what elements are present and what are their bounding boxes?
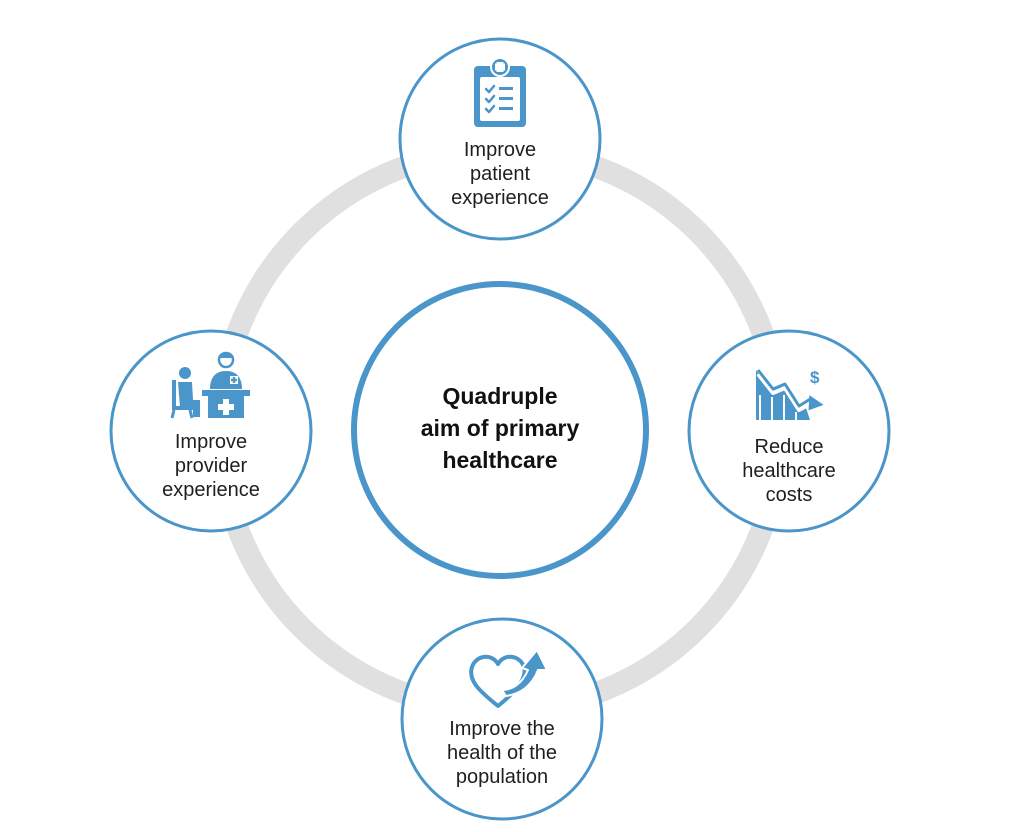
heart-arrow-icon xyxy=(469,649,548,708)
node-top-label-line-3: experience xyxy=(451,187,549,209)
node-right-label: Reduce healthcare costs xyxy=(709,435,869,507)
center-title-line-3: healthcare xyxy=(442,447,558,473)
node-right-circle xyxy=(687,329,891,533)
declining-cost-chart-icon: $ xyxy=(756,368,824,420)
node-top-label-line-1: Improve xyxy=(463,139,537,161)
node-bottom-label: Improve the health of the population xyxy=(417,717,587,789)
clipboard-checklist-icon xyxy=(474,57,526,127)
node-bottom-label-line-1: Improve the xyxy=(449,718,555,740)
node-left-label: Improve provider experience xyxy=(131,430,291,502)
node-top-label: Improve patient experience xyxy=(420,138,580,210)
node-left-circle xyxy=(109,329,313,533)
svg-text:$: $ xyxy=(810,368,820,387)
node-bottom-label-line-3: population xyxy=(455,766,549,788)
node-left-label-line-3: experience xyxy=(162,479,260,501)
doctor-desk-patient-icon xyxy=(170,351,250,419)
node-top-circle xyxy=(398,37,602,241)
center-title: Quadruple aim of primary healthcare xyxy=(380,380,620,476)
node-top-label-line-2: patient xyxy=(469,163,531,185)
node-left-label-line-1: Improve xyxy=(174,431,248,453)
node-right-label-line-2: healthcare xyxy=(742,460,836,482)
node-left-label-line-2: provider xyxy=(174,455,248,477)
node-bottom-circle xyxy=(400,617,604,821)
center-title-line-1: Quadruple xyxy=(442,383,558,409)
center-circle xyxy=(351,281,649,579)
node-right-label-line-1: Reduce xyxy=(754,436,824,458)
node-right-label-line-3: costs xyxy=(765,484,813,506)
center-title-line-2: aim of primary xyxy=(420,415,580,441)
node-bottom-label-line-2: health of the xyxy=(446,742,558,764)
